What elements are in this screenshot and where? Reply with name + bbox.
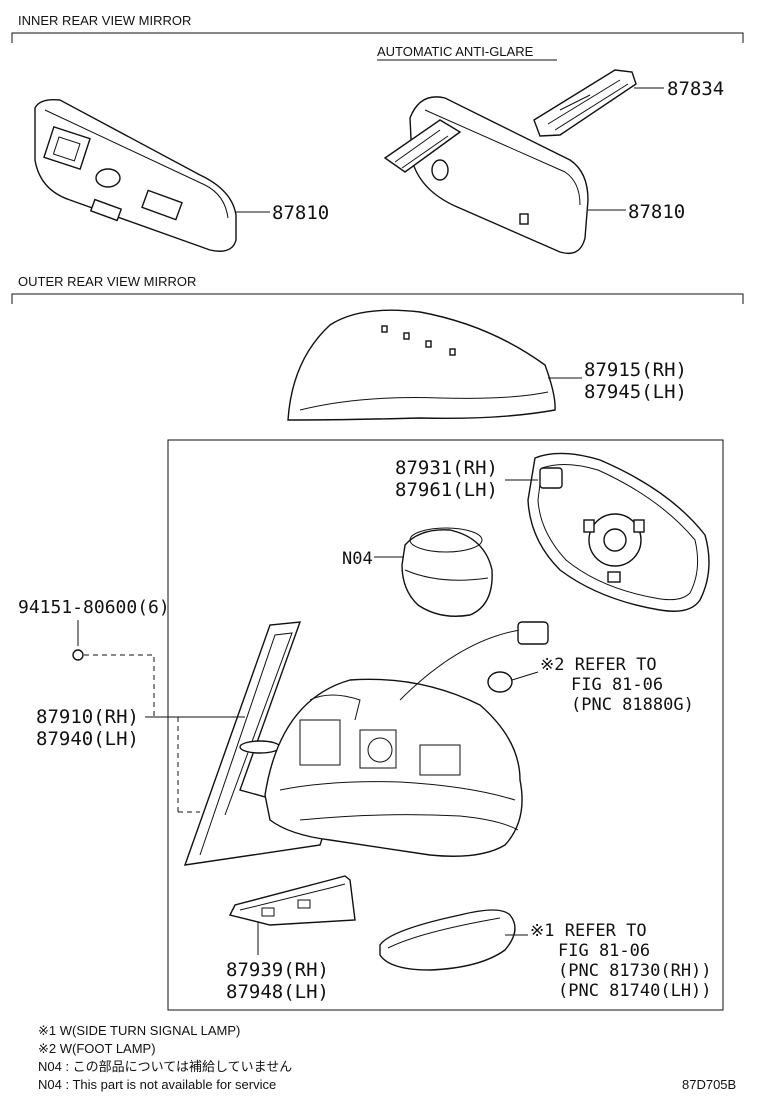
- note-1: ※1 W(SIDE TURN SIGNAL LAMP): [38, 1023, 240, 1038]
- side-turn-signal-lamp: [379, 909, 516, 971]
- refer1-line2: FIG 81-06: [558, 941, 650, 961]
- refer1-line1: ※1 REFER TO: [530, 921, 647, 941]
- part-87834: 87834: [667, 78, 724, 100]
- part-n04: N04: [342, 549, 373, 569]
- assembly-frame: [167, 439, 724, 1011]
- mirror-housing-assembly: [183, 621, 549, 866]
- auto-anti-glare-label: AUTOMATIC ANTI-GLARE: [377, 44, 534, 59]
- part-87940-lh: 87940(LH): [36, 728, 139, 750]
- part-87939-rh: 87939(RH): [226, 959, 329, 981]
- outer-section-bracket: [11, 293, 744, 304]
- refer2-line1: ※2 REFER TO: [540, 655, 657, 675]
- part-87910-rh: 87910(RH): [36, 706, 139, 728]
- mirror-cover: [287, 309, 556, 421]
- part-87961-lh: 87961(LH): [395, 479, 498, 501]
- part-87810-right: 87810: [628, 201, 685, 223]
- figure-id: 87D705B: [682, 1077, 736, 1092]
- note-2: ※2 W(FOOT LAMP): [38, 1041, 156, 1056]
- part-87915-rh: 87915(RH): [584, 359, 687, 381]
- note-4: N04 : This part is not available for ser…: [38, 1077, 276, 1092]
- mirror-glass: [527, 452, 710, 612]
- mirror-lower-cover: [228, 875, 356, 926]
- inner-mirror-standard: [34, 98, 237, 252]
- inner-mirror-auto-anti-glare: [383, 69, 637, 255]
- part-94151-screw: 94151-80600(6): [18, 597, 170, 618]
- refer1-line4: (PNC 81740(LH)): [558, 981, 712, 1001]
- part-87931-rh: 87931(RH): [395, 457, 498, 479]
- inner-mirror-section-title: INNER REAR VIEW MIRROR: [18, 13, 191, 28]
- screw-dashed-leader: [84, 654, 155, 717]
- inner-section-bracket: [11, 32, 744, 43]
- screw-icon: [72, 649, 84, 661]
- part-87810-left: 87810: [272, 202, 329, 224]
- mirror-actuator-n04: [401, 527, 493, 617]
- outer-mirror-section-title: OUTER REAR VIEW MIRROR: [18, 274, 196, 289]
- note-3: N04 : この部品については補給していません: [38, 1059, 292, 1074]
- refer2-line2: FIG 81-06: [571, 675, 663, 695]
- part-87948-lh: 87948(LH): [226, 981, 329, 1003]
- part-87945-lh: 87945(LH): [584, 381, 687, 403]
- leader-refer2: [511, 671, 539, 681]
- refer2-line3: (PNC 81880G): [571, 695, 694, 715]
- refer1-line3: (PNC 81730(RH)): [558, 961, 712, 981]
